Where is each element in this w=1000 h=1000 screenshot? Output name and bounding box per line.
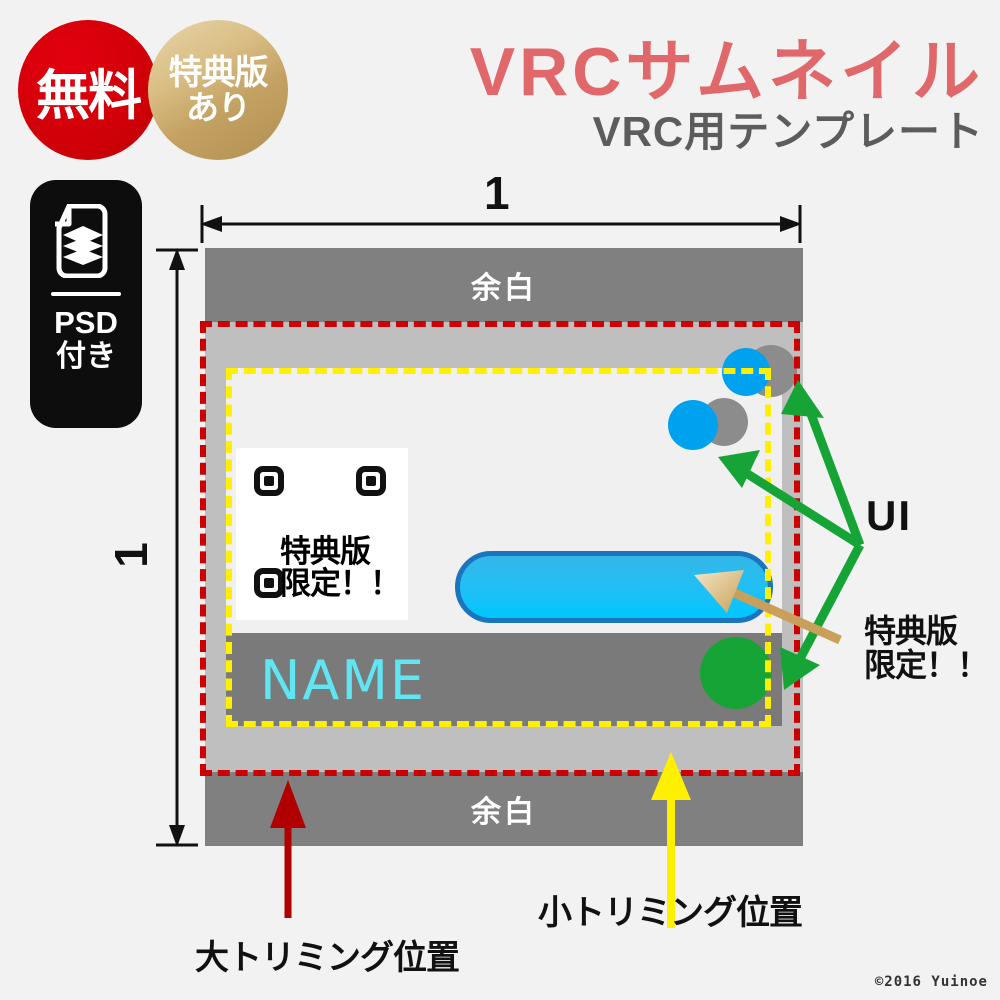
bonus-overlay-box: 特典版 限定！！ <box>236 448 408 620</box>
guide-small-crop-box <box>226 368 771 727</box>
margin-label-bottom: 余白 <box>471 796 537 829</box>
badge-psd: PSD 付き <box>30 180 142 428</box>
name-field-label: NAME <box>260 649 427 712</box>
psd-label-line2: 付き <box>56 340 116 374</box>
ui-annotation-label: UI <box>866 492 912 539</box>
margin-band-bottom: 余白 <box>205 772 803 846</box>
psd-divider <box>51 292 121 296</box>
margin-band-top: 余白 <box>205 248 803 322</box>
bonus-annotation-line1: 特典版 <box>864 613 958 649</box>
bonus-overlay-line1: 特典版 <box>280 534 371 569</box>
dimension-width-label: 1 <box>484 167 510 219</box>
bonus-overlay-label: 特典版 限定！！ <box>280 534 401 601</box>
bonus-annotation-line2: 限定！！ <box>864 646 989 683</box>
small-crop-label: 小トリミング位置 <box>538 894 803 932</box>
qr-marker-icon <box>356 466 386 496</box>
dimension-line-height <box>156 248 198 847</box>
qr-marker-icon <box>254 466 284 496</box>
badge-bonus: 特典版 あり <box>148 20 288 160</box>
badge-free-label: 無料 <box>36 65 142 126</box>
badge-free: 無料 <box>18 20 158 160</box>
page-subtitle: VRC用テンプレート <box>592 108 984 155</box>
dimension-height-label: 1 <box>104 542 157 568</box>
layered-document-icon <box>51 203 117 279</box>
page-title: VRCサムネイル <box>469 34 984 110</box>
canvas-name-bar: NAME <box>226 633 782 726</box>
badge-bonus-line2: あり <box>186 88 251 126</box>
psd-label: PSD 付き <box>54 306 118 374</box>
margin-label-top: 余白 <box>471 272 537 305</box>
bonus-overlay-line2: 限定！！ <box>280 565 401 601</box>
bonus-annotation-label: 特典版 限定！！ <box>864 613 989 683</box>
ui-circle-green[interactable] <box>700 637 772 709</box>
qr-marker-icon <box>254 568 284 598</box>
large-crop-label: 大トリミング位置 <box>195 939 460 977</box>
psd-label-line1: PSD <box>54 305 118 340</box>
ui-circle-blue-2[interactable] <box>668 400 718 450</box>
copyright-notice: ©2016 Yuinoe <box>874 974 988 990</box>
badge-bonus-line1: 特典版 <box>168 53 269 92</box>
